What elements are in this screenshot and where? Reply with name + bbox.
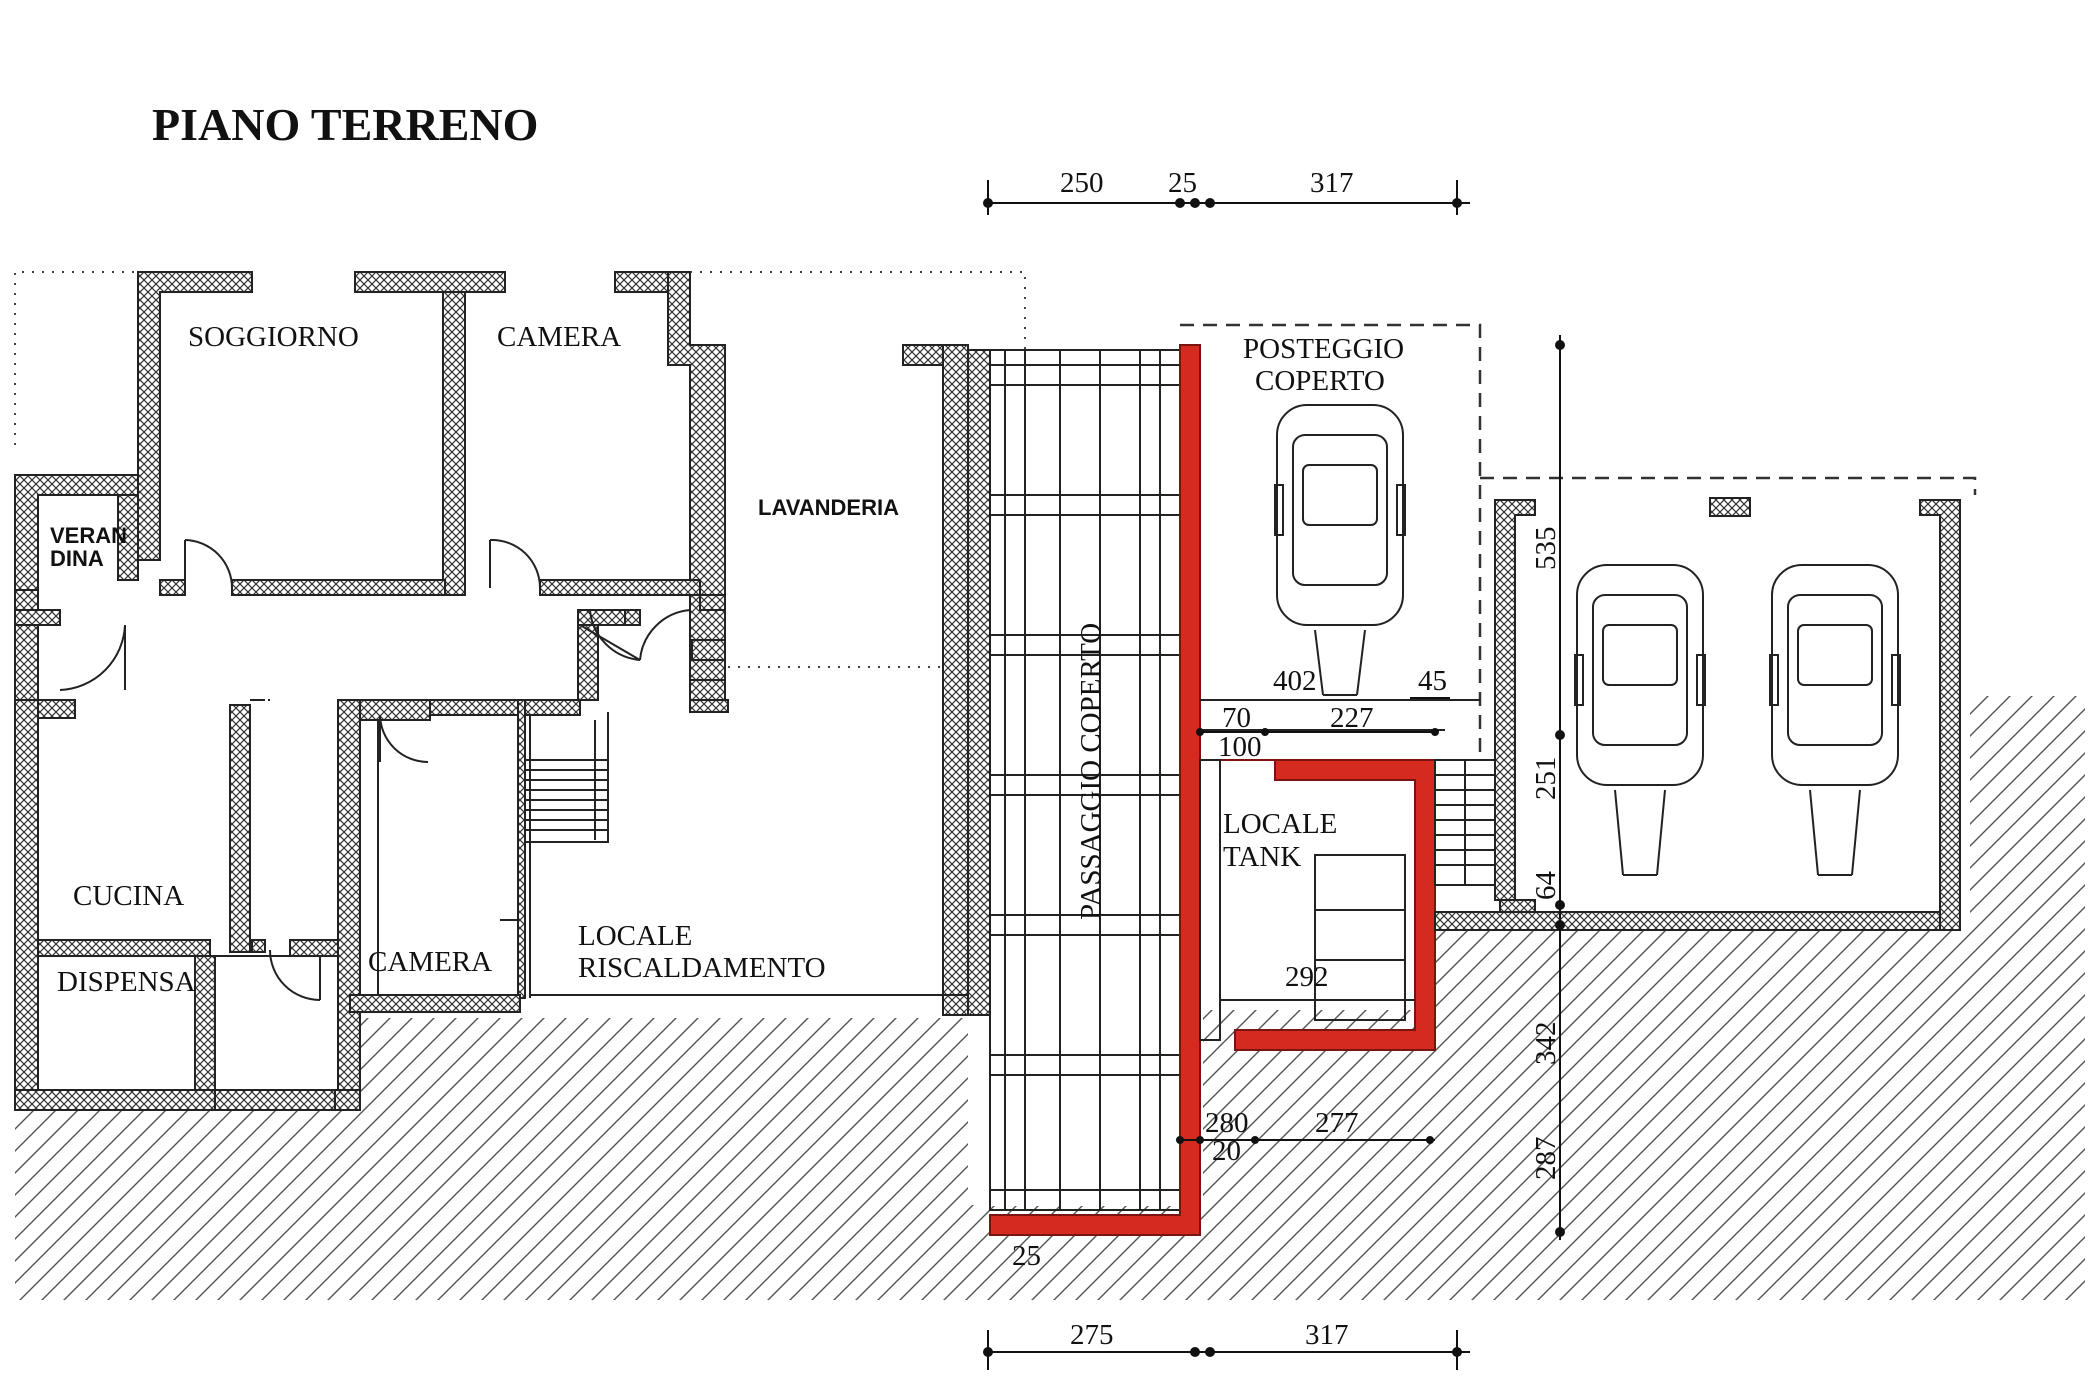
car-icon: [1574, 564, 1706, 876]
car-icon: [1769, 564, 1901, 876]
dim-v-535: 535: [1530, 527, 1562, 571]
room-label-veranda-1: VERAN: [50, 523, 127, 548]
garage-structure: [1434, 476, 1977, 931]
dim-25-bottom: 25: [1012, 1240, 1041, 1272]
room-label-soggiorno: SOGGIORNO: [188, 321, 359, 353]
room-label-riscaldamento-2: RISCALDAMENTO: [578, 952, 826, 984]
dim-top-317: 317: [1310, 167, 1354, 199]
room-label-tank-2: TANK: [1223, 841, 1301, 873]
dim-45: 45: [1418, 665, 1447, 697]
dim-v-64: 64: [1530, 871, 1562, 901]
new-walls-red: [989, 344, 1436, 1236]
dotted-outline: [14, 271, 1026, 668]
dim-70: 70: [1222, 702, 1251, 734]
dim-402: 402: [1273, 665, 1317, 697]
room-label-cucina: CUCINA: [73, 880, 184, 912]
staircase: [524, 712, 609, 843]
building-mask: [30, 335, 1970, 1205]
dim-100: 100: [1218, 731, 1262, 763]
tank-boxes: [1220, 854, 1415, 1021]
dim-292: 292: [1285, 961, 1329, 993]
doors: [59, 538, 691, 1001]
room-label-lavanderia: LAVANDERIA: [758, 495, 899, 520]
room-label-riscaldamento-1: LOCALE: [578, 920, 692, 952]
dim-v-287: 287: [1530, 1137, 1562, 1181]
room-label-posteggio-1: POSTEGGIO: [1243, 333, 1404, 365]
interior-lines: [215, 699, 968, 998]
dimension-lines: [983, 180, 1565, 1370]
house-walls: [14, 271, 969, 1111]
dim-20: 20: [1212, 1135, 1241, 1167]
dim-bottom-275: 275: [1070, 1319, 1114, 1351]
dim-v-342: 342: [1530, 1022, 1562, 1066]
dim-v-251: 251: [1530, 757, 1562, 801]
room-label-tank-1: LOCALE: [1223, 808, 1337, 840]
car-icon: [1274, 404, 1406, 696]
dim-bottom-317: 317: [1305, 1319, 1349, 1351]
dim-277: 277: [1315, 1107, 1359, 1139]
dim-top-25: 25: [1168, 167, 1197, 199]
page-title: PIANO TERRENO: [152, 99, 538, 150]
dim-280: 280: [1205, 1107, 1249, 1139]
room-label-posteggio-2: COPERTO: [1255, 365, 1385, 397]
room-label-passaggio: PASSAGGIO COPERTO: [1075, 623, 1107, 920]
room-label-dispensa: DISPENSA: [57, 966, 196, 998]
dim-top-250: 250: [1060, 167, 1104, 199]
dim-227: 227: [1330, 702, 1374, 734]
room-label-camera-top: CAMERA: [497, 321, 621, 353]
room-label-veranda-2: DINA: [50, 546, 104, 571]
posteggio-coperto-outline: [1180, 323, 1482, 760]
room-label-camera-bottom: CAMERA: [368, 946, 492, 978]
